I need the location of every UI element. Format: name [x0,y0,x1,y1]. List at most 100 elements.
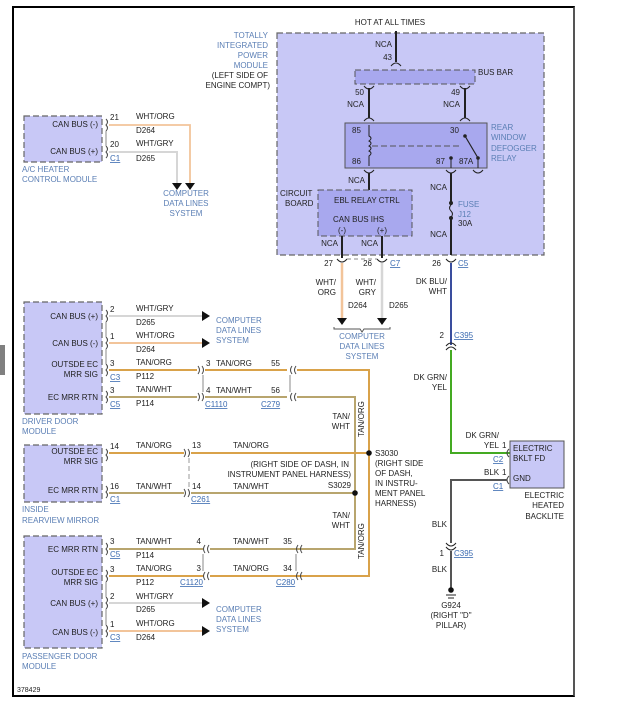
backlite-blk-label: BLK [484,468,500,477]
ac-circuit-1: D265 [136,154,156,163]
tipm-title-4: (LEFT SIDE OF [212,71,268,80]
backlite-name-2: BACKLITE [525,512,564,521]
c280-sig-icon [296,571,303,581]
c1110-link-label[interactable]: C1110 [205,400,228,409]
hot-at-all-times-label: HOT AT ALL TIMES [355,18,425,27]
dd-label-sig-1: MRR SIG [64,370,98,379]
tipm-dest-0[interactable]: COMPUTER [339,332,385,341]
dd-conn-c5[interactable]: C5 [110,400,121,409]
c261-link-label[interactable]: C261 [191,495,211,504]
ac-name-1: CONTROL MODULE [22,175,97,184]
dd-dest-1[interactable]: DATA LINES [216,326,261,335]
c279-pin-rtn: 56 [271,386,280,395]
blk-label-1: BLK [432,520,448,529]
ebl-relay-ctrl-label: EBL RELAY CTRL [334,196,400,205]
side-panel-tab[interactable] [0,345,5,375]
circuit-d264-tipm: D264 [348,301,368,310]
dd-dest-2[interactable]: SYSTEM [216,336,249,345]
c280-link-label[interactable]: C280 [276,578,296,587]
wire-trunk-tan-wht [297,396,356,550]
dd-color-2: TAN/ORG [136,358,172,367]
dd-color-0: WHT/GRY [136,304,174,313]
ac-pin-label-1: CAN BUS (+) [50,147,98,156]
dd-label-can-plus: CAN BUS (+) [50,312,98,321]
backlite-conn-c1 [506,475,510,485]
s3030-loc-4: HARNESS) [375,499,417,508]
ac-dest-1[interactable]: DATA LINES [163,199,208,208]
c279-link-label[interactable]: C279 [261,400,281,409]
ground-name: G924 [441,601,461,610]
grn-wire2-0: DK GRN/ [466,431,500,440]
c395-bottom-link[interactable]: C395 [454,549,474,558]
pd-conn-1 [105,624,108,638]
c1120-rtn-icon [203,544,210,554]
bus-bar [354,69,476,85]
c395-bottom-icon [445,542,457,551]
ac-pin-21: 21 [110,113,119,122]
ac-pin-20: 20 [110,140,119,149]
tipm-title-5: ENGINE COMPT) [206,81,271,90]
fuse-label: FUSE [458,200,479,209]
pd-conn-c5[interactable]: C5 [110,550,121,559]
fuse-dot-top [449,201,453,205]
tipm-dest-1[interactable]: DATA LINES [339,342,384,351]
trunk-tan-wht-top-0: TAN/ [332,412,350,421]
pd-circuit-0: P114 [136,551,155,560]
tipm-title-2: POWER [238,51,268,60]
pd-dest-1[interactable]: DATA LINES [216,615,261,624]
c279-rtn-icon [290,392,297,402]
relay-pin-30: 30 [450,126,459,135]
mirror-box [23,444,103,503]
passenger-door-box [23,535,103,649]
ac-dest-2[interactable]: SYSTEM [170,209,203,218]
ground-icon [446,587,456,599]
pd-name-1: MODULE [22,662,56,671]
mirror-color-sig: TAN/ORG [136,441,172,450]
backlite-name-0: ELECTRIC [524,491,564,500]
pd-conn-3a [105,542,108,556]
pd-conn-c3[interactable]: C3 [110,633,121,642]
arrow-ac-d265 [172,183,182,190]
fuse-dot-bottom [449,216,453,220]
tipm-dest-2[interactable]: SYSTEM [346,352,379,361]
c261-rtn-icon [183,488,190,498]
dd-circuit-3: P114 [136,399,155,408]
defogger-relay: 85 86 30 87 87A REAR WINDOW DEFOGGER REL… [344,122,537,169]
backlite-conn-c1-link[interactable]: C1 [493,482,504,491]
arrow-dd-d264 [202,338,210,348]
relay-name-1: WINDOW [491,133,527,142]
c395-bottom-pin: 1 [440,549,445,558]
ground-loc-1: PILLAR) [436,621,467,630]
c1110-color-rtn: TAN/WHT [216,386,252,395]
bracket-tipm-dest [333,327,391,333]
dd-name-1: MODULE [22,427,56,436]
pd-dest-0[interactable]: COMPUTER [216,605,262,614]
dd-conn-2 [105,309,108,323]
trunk-tan-org-top: TAN/ORG [357,401,366,437]
backlite-conn-c2-link[interactable]: C2 [493,455,504,464]
mirror-conn-c1[interactable]: C1 [110,495,121,504]
c1120-link-label[interactable]: C1120 [180,578,204,587]
connector-27 [336,258,348,263]
connector-c7-link-label[interactable]: C7 [390,259,401,268]
pd-label-rtn: EC MRR RTN [48,545,98,554]
connector-c5-link[interactable]: C5 [458,259,469,268]
pd-conn-3b [105,569,108,583]
bus-bar-label: BUS BAR [478,68,513,77]
connector-26-c7 [376,258,388,263]
pd-dest-2[interactable]: SYSTEM [216,625,249,634]
dd-label-can-minus: CAN BUS (-) [52,339,98,348]
ac-dest-0[interactable]: COMPUTER [163,189,209,198]
c395-top-link[interactable]: C395 [454,331,474,340]
c395-top-icon [445,342,457,351]
relay-pin-87a: 87A [459,157,474,166]
c280-rtn-icon [296,544,303,554]
ac-connector-c1[interactable]: C1 [110,154,121,163]
dd-conn-c3[interactable]: C3 [110,373,121,382]
pin-26-c5: 26 [432,259,441,268]
dd-conn-3b [105,390,108,404]
pd-pin-3-sig: 3 [110,565,115,574]
dd-dest-0[interactable]: COMPUTER [216,316,262,325]
c279-pin-sig: 55 [271,359,280,368]
relay-pin-85: 85 [352,126,361,135]
